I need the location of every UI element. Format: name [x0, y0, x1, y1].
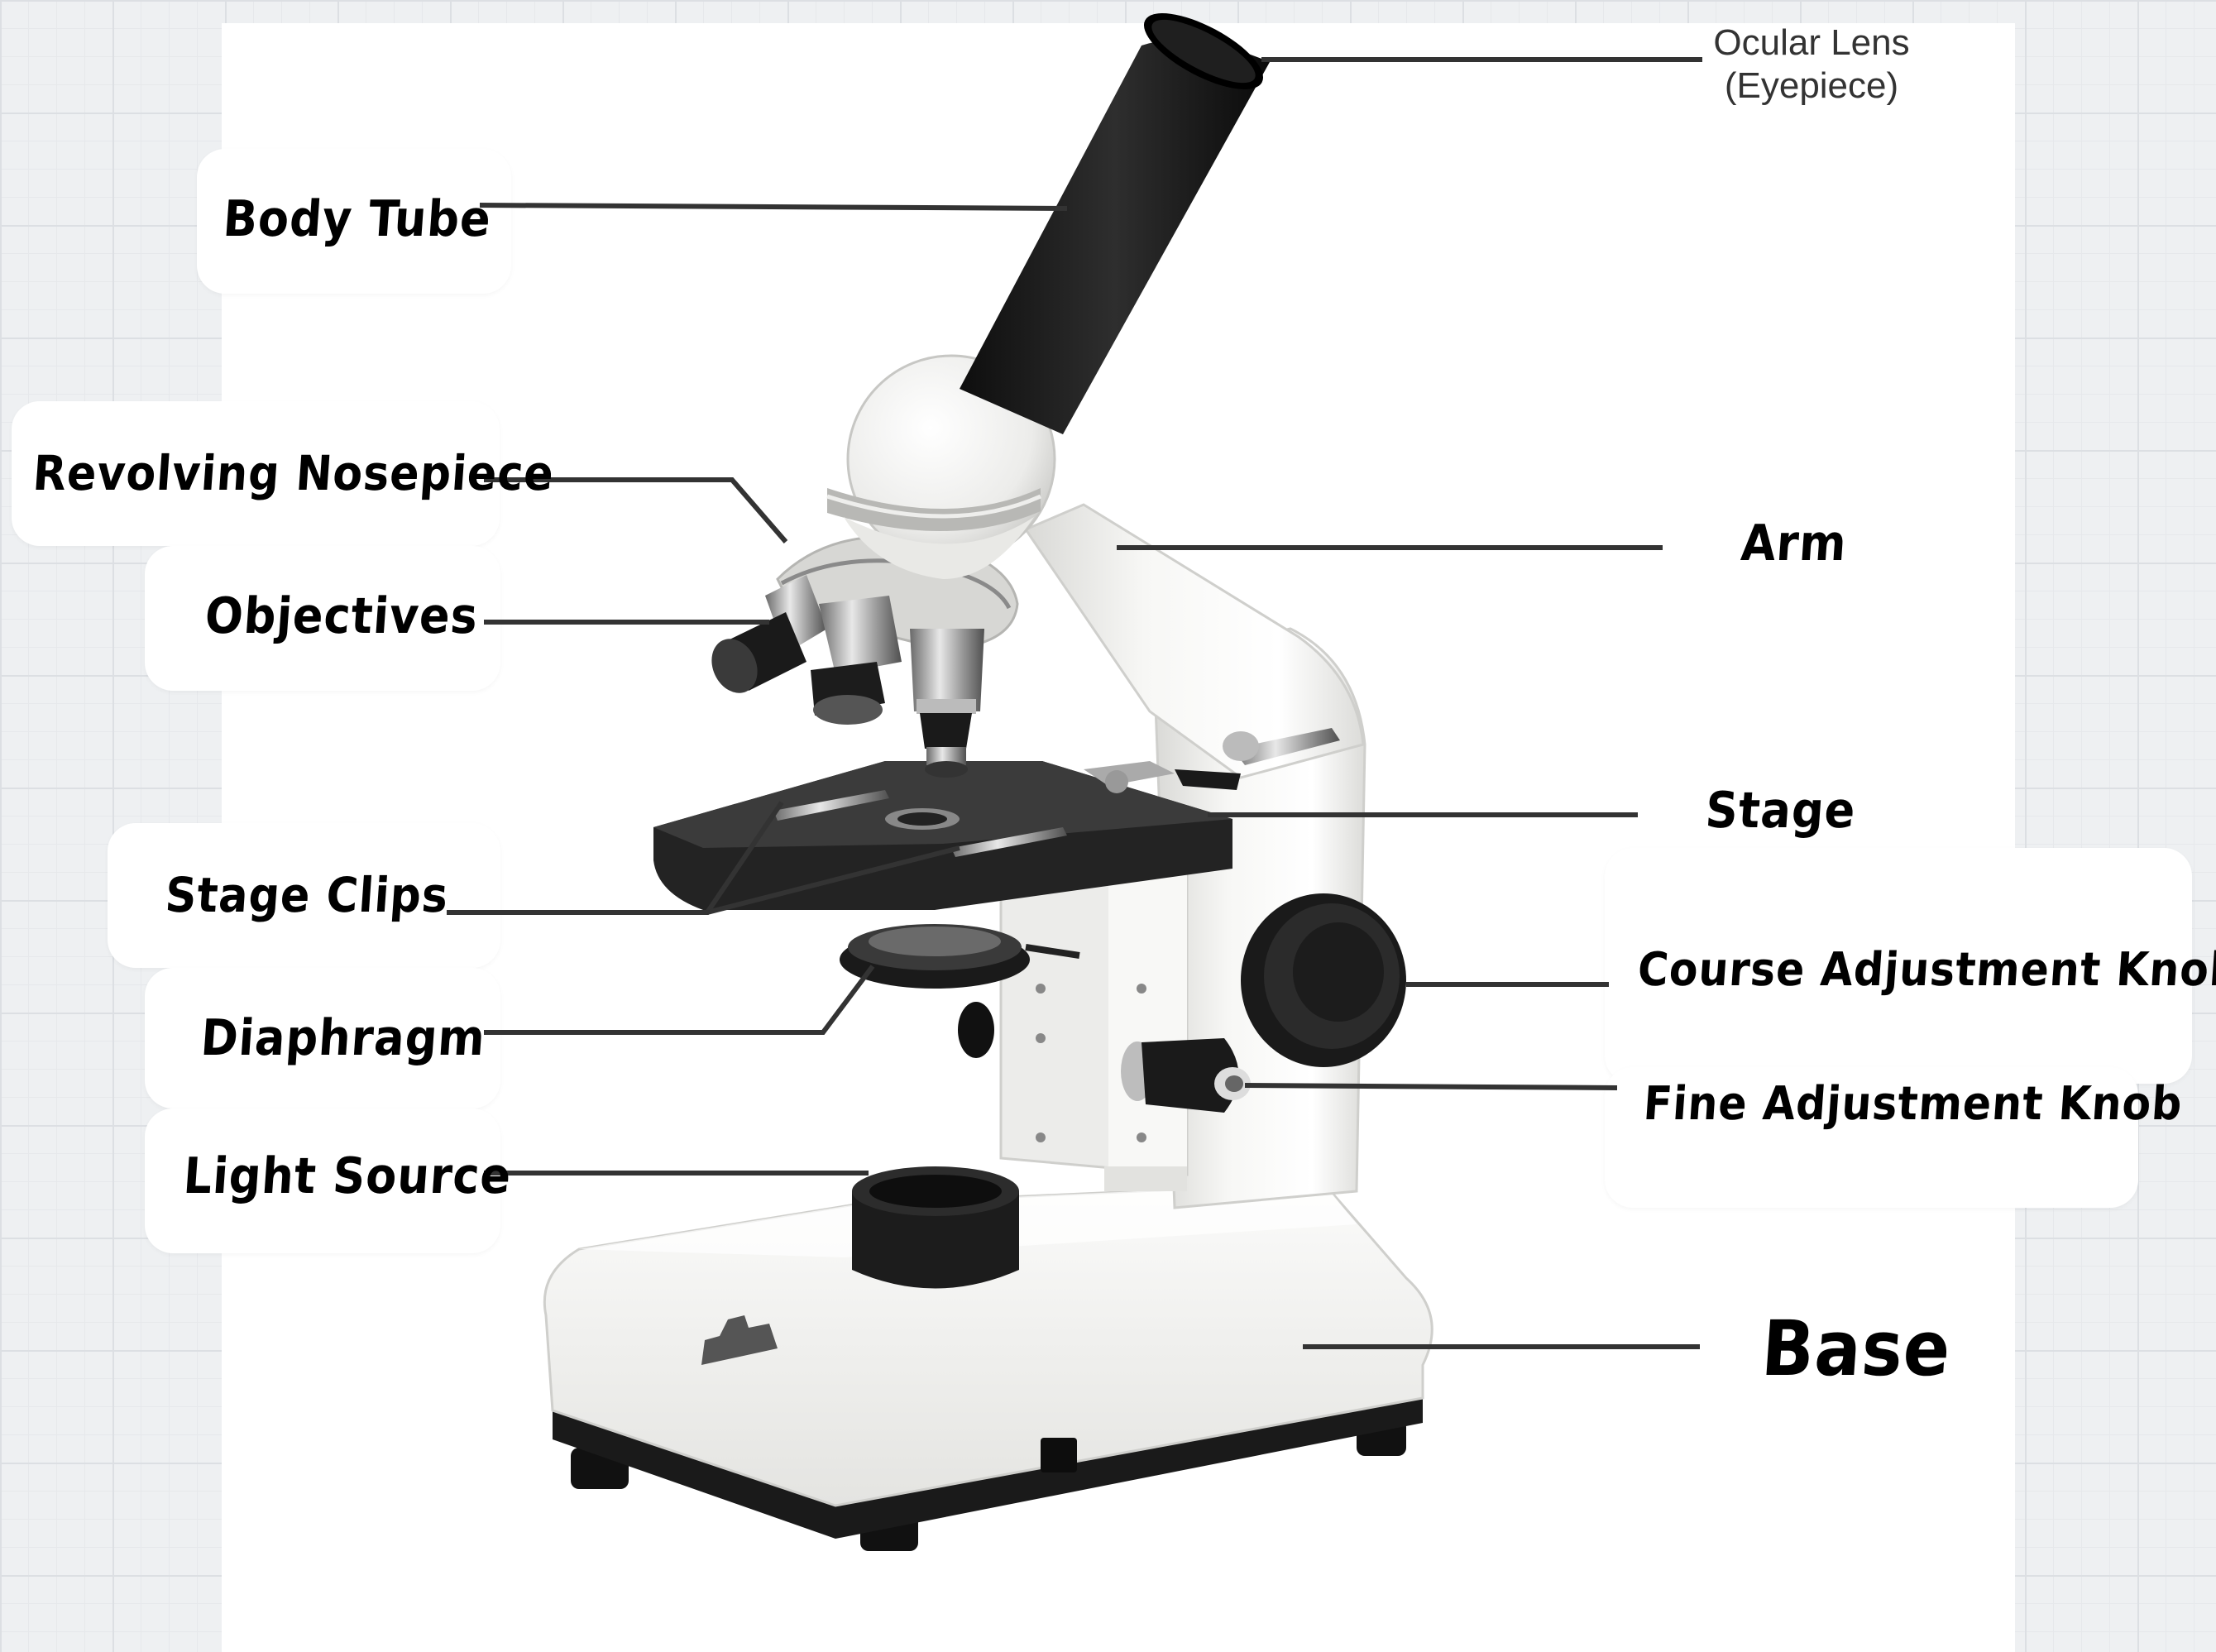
label-arm: Arm [1740, 519, 1849, 568]
label-stage: Stage [1704, 786, 1858, 836]
power-switch [1041, 1438, 1077, 1472]
label-stage-clips: Stage Clips [164, 871, 450, 919]
label-light-source: Light Source [182, 1152, 513, 1201]
label-base: Base [1759, 1311, 1954, 1387]
label-revolving-nosepiece: Revolving Nosepiece [31, 449, 556, 497]
leader-body-tube [480, 205, 1067, 208]
light-source [852, 1166, 1019, 1289]
label-course-adjustment-knob: Course Adjustment Knob [1636, 947, 2216, 994]
label-diaphragm: Diaphragm [199, 1013, 487, 1063]
leader-fine [1245, 1085, 1617, 1088]
label-ocular-lens: Ocular Lens (Eyepiece) [1687, 22, 1936, 108]
label-ocular-line1: Ocular Lens [1687, 22, 1936, 65]
leader-diaphragm [484, 966, 873, 1032]
label-ocular-line2: (Eyepiece) [1687, 65, 1936, 108]
label-objectives: Objectives [203, 591, 480, 641]
label-body-tube: Body Tube [222, 194, 493, 244]
label-fine-adjustment-knob: Fine Adjustment Knob [1642, 1081, 2184, 1128]
body-tube [960, 0, 1274, 434]
coarse-adjustment-knob-shape [1241, 893, 1406, 1067]
